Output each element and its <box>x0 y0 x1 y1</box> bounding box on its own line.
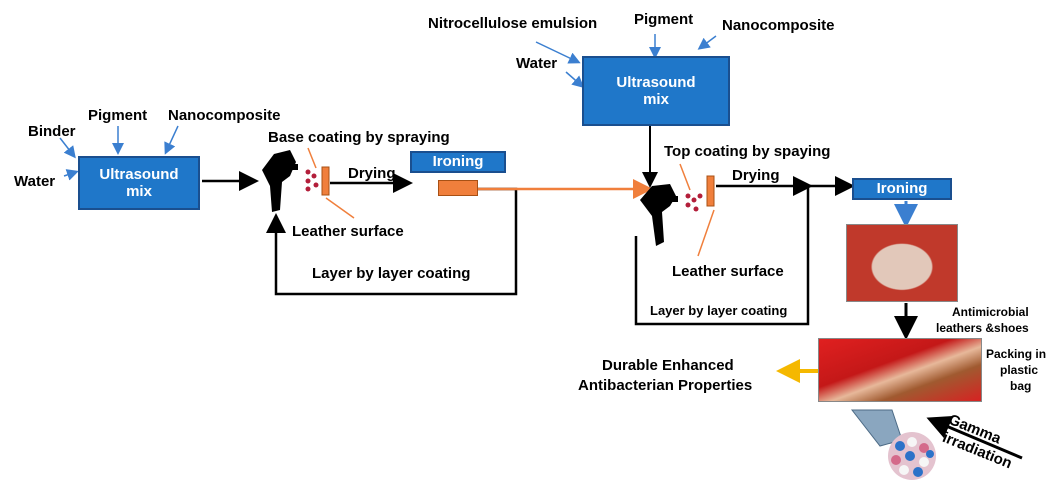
top-coating-label: Top coating by spaying <box>664 143 831 160</box>
input-pigment: Pigment <box>88 107 148 124</box>
drying-label-left: Drying <box>348 165 396 182</box>
leathers-line2: leathers &shoes <box>936 321 1029 335</box>
result-line2: Antibacterian Properties <box>578 377 753 394</box>
leather-strip-right <box>706 175 715 207</box>
packing-line3: bag <box>1010 379 1032 393</box>
packed-shoe-photo <box>818 338 982 402</box>
leather-strip-left <box>321 166 330 196</box>
mix-line2: mix <box>126 183 152 200</box>
arrow-water-r <box>565 71 585 88</box>
leather-surface-label-right: Leather surface <box>672 263 784 280</box>
leathers-line1: Antimicrobial <box>952 305 1029 319</box>
mix-line1: Ultrasound <box>99 165 179 183</box>
nanoparticle-sphere-icon <box>888 432 936 480</box>
mix-line1-right: Ultrasound <box>616 73 696 91</box>
packing-line1: Packing in <box>986 347 1047 361</box>
drying-label-right: Drying <box>732 167 780 184</box>
input-nanocomposite-right: Nanocomposite <box>722 17 835 34</box>
base-coating-label: Base coating by spraying <box>268 129 450 146</box>
spray-dots-left <box>305 169 319 192</box>
loop-right <box>634 186 810 326</box>
input-nitrocellulose: Nitrocellulose emulsion <box>428 15 598 32</box>
input-pigment-right: Pigment <box>634 11 694 28</box>
ironing-box-left: Ironing <box>410 151 506 173</box>
arrow-nano-r <box>697 35 717 50</box>
arrow-binder <box>59 137 76 159</box>
ironing-box-right: Ironing <box>852 178 952 200</box>
input-water: Water <box>14 173 56 190</box>
result-line1: Durable Enhanced <box>602 357 734 374</box>
input-nanocomposite: Nanocomposite <box>168 107 281 124</box>
arrow-gamma <box>926 415 1023 460</box>
leather-surface-label-left: Leather surface <box>292 223 404 240</box>
packing-line2: plastic <box>1000 363 1039 377</box>
orange-pointer-surface-right <box>697 209 715 257</box>
orange-pointer-surface-left <box>325 197 355 219</box>
spray-gun-icon-right <box>640 184 678 246</box>
input-binder: Binder <box>28 123 76 140</box>
arrow-water <box>63 169 79 181</box>
mix-line2-right: mix <box>643 91 669 108</box>
orange-pointer-spray-right <box>679 163 691 191</box>
spray-gun-icon-left <box>262 150 298 212</box>
arrow-nitro <box>535 41 581 64</box>
orange-pointer-spray-left <box>307 147 317 169</box>
leather-photo <box>846 224 958 302</box>
layer-loop-label-right: Layer by layer coating <box>650 303 788 318</box>
spray-dots-right <box>685 193 703 212</box>
ironing-plate-left <box>438 180 478 196</box>
arrow-nano <box>164 125 179 155</box>
input-water-right: Water <box>516 55 558 72</box>
layer-loop-label-left: Layer by layer coating <box>312 265 471 282</box>
